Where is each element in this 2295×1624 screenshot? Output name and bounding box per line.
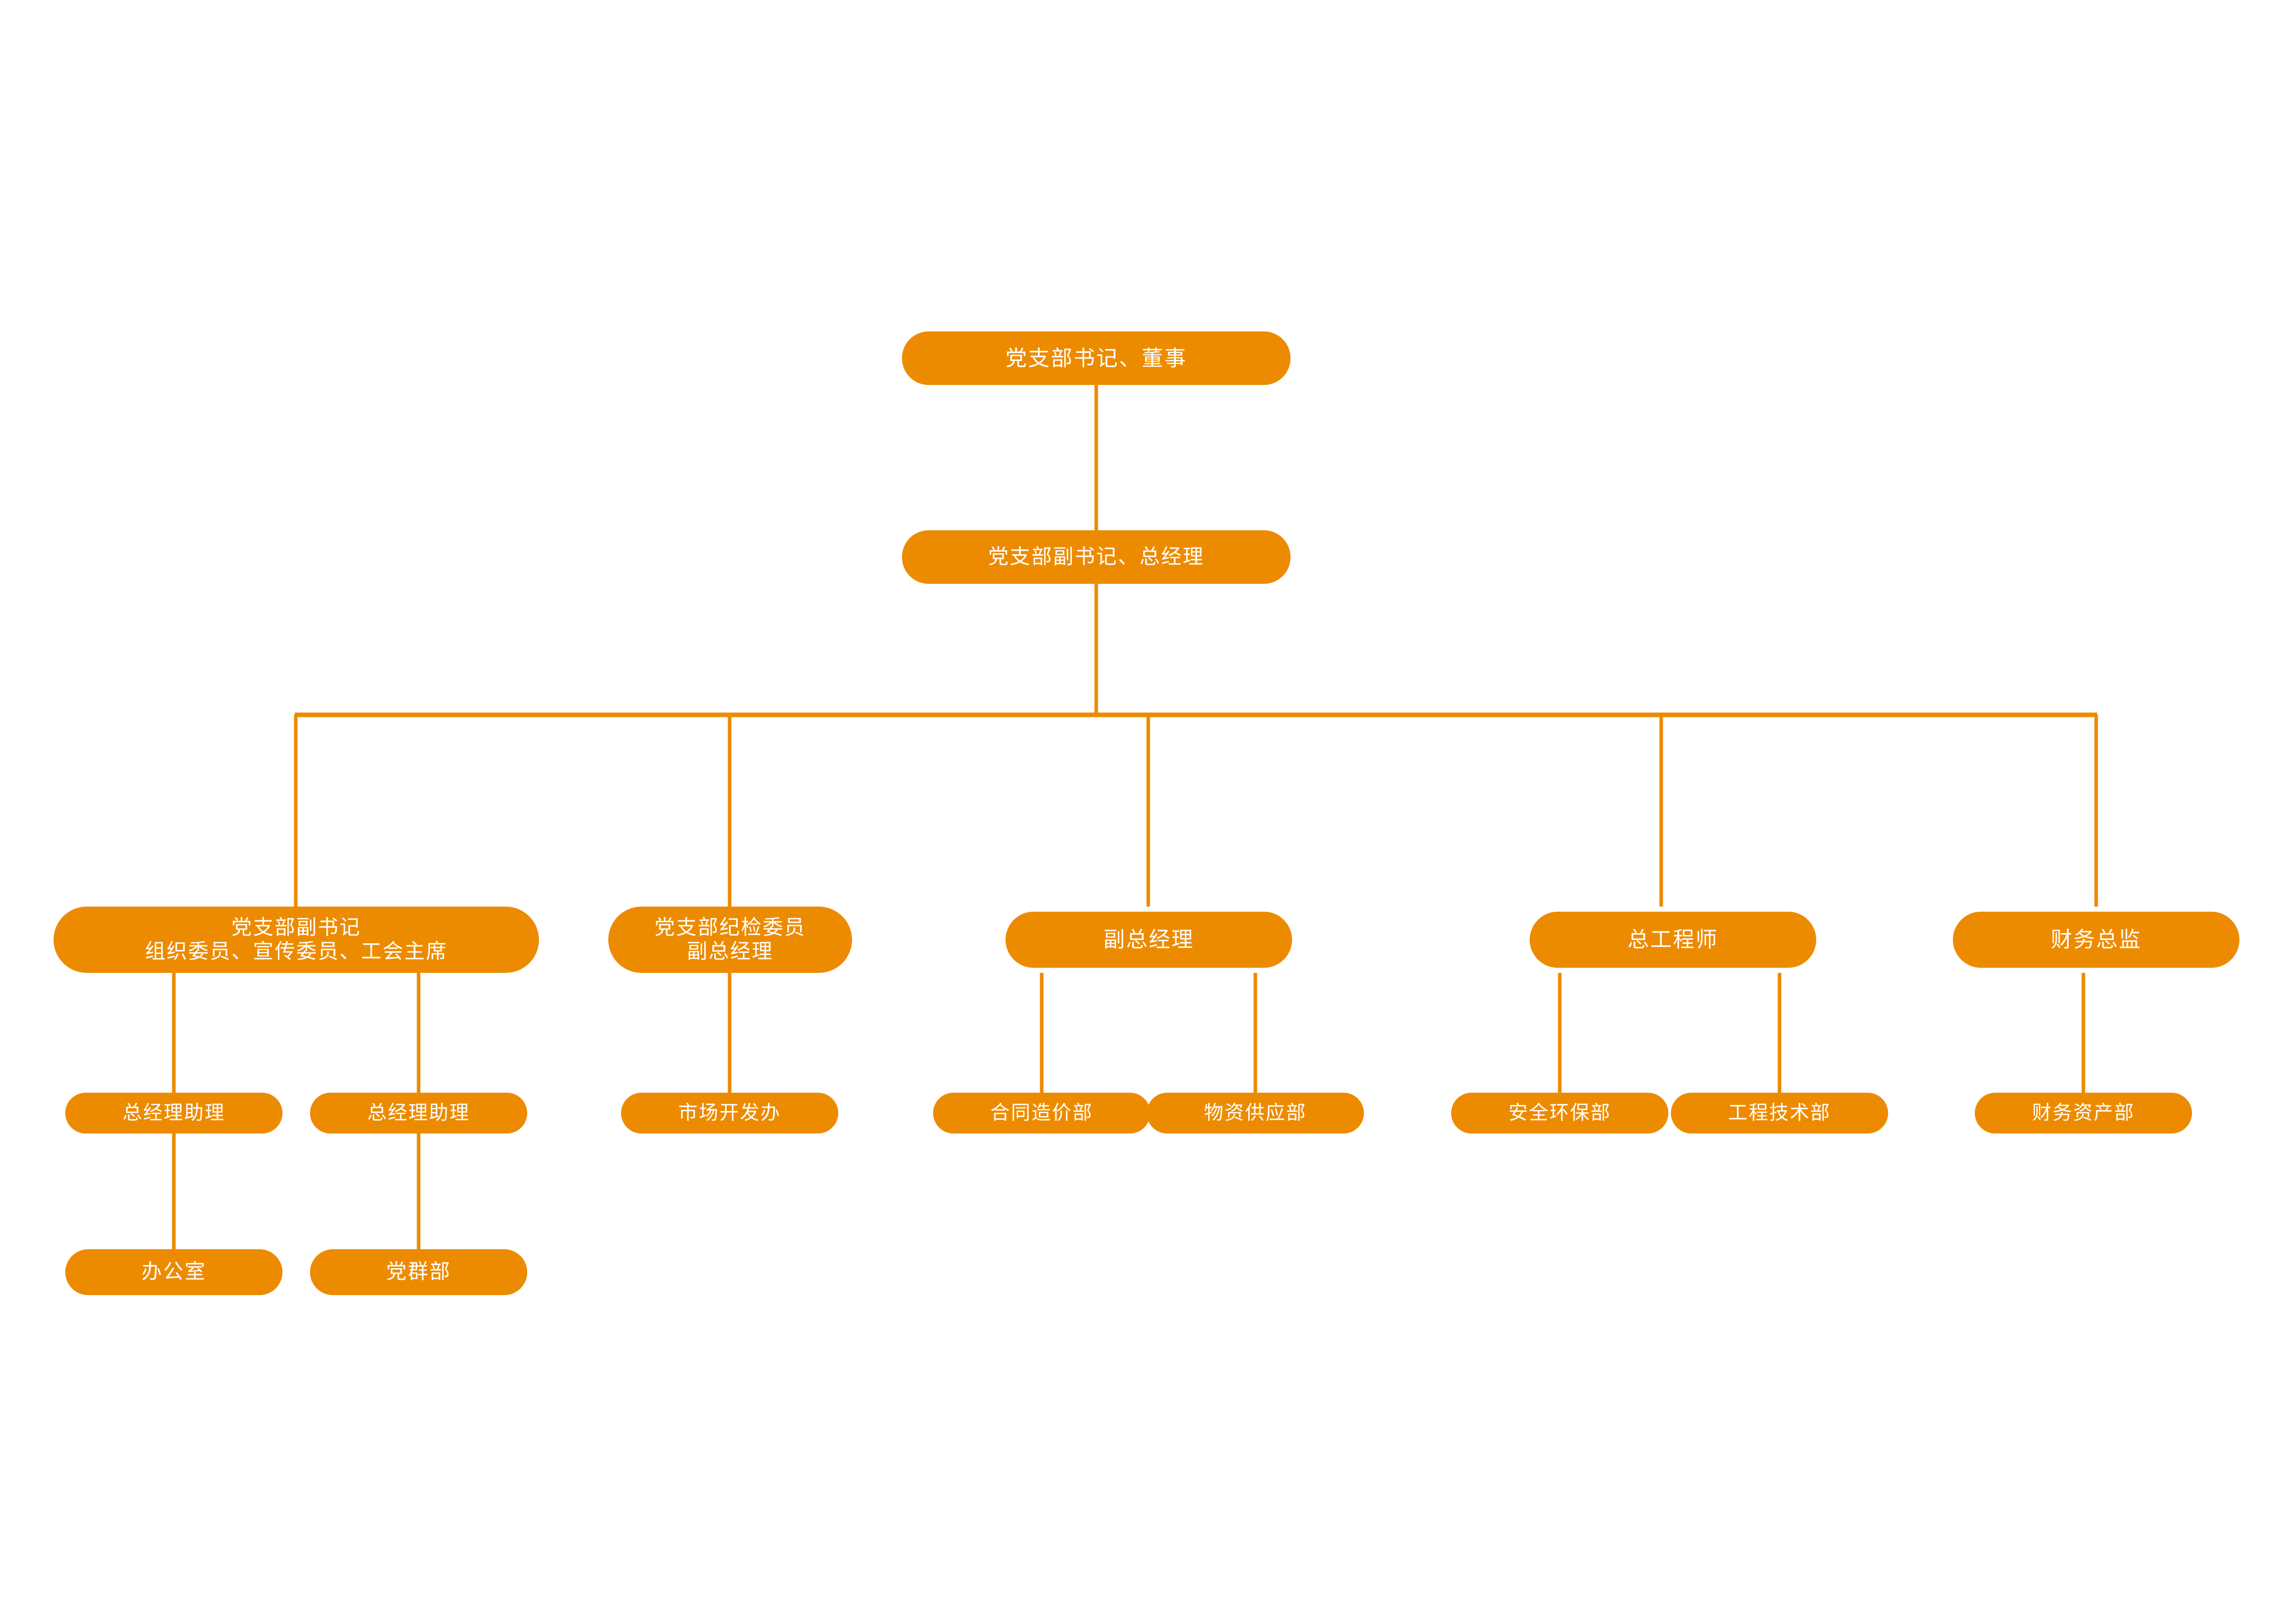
- node-n1-line-0: 党支部书记、董事: [1005, 346, 1188, 370]
- node-n11[interactable]: 合同造价部: [933, 1093, 1150, 1133]
- node-n3-line-1: 组织委员、宣传委员、工会主席: [145, 940, 448, 963]
- node-n9-line-0: 总经理助理: [367, 1102, 470, 1124]
- node-n1[interactable]: 党支部书记、董事: [902, 331, 1291, 385]
- node-n4-line-1: 副总经理: [687, 940, 773, 963]
- node-n6[interactable]: 总工程师: [1530, 912, 1816, 968]
- node-n3-line-0: 党支部副书记: [231, 916, 362, 939]
- node-n16[interactable]: 办公室: [65, 1249, 282, 1295]
- node-n4[interactable]: 党支部纪检委员 副总经理: [608, 907, 852, 973]
- node-n14[interactable]: 工程技术部: [1671, 1093, 1888, 1133]
- node-n5[interactable]: 副总经理: [1005, 912, 1292, 968]
- node-n13[interactable]: 安全环保部: [1451, 1093, 1668, 1133]
- node-n5-line-0: 副总经理: [1103, 927, 1195, 952]
- node-n3[interactable]: 党支部副书记 组织委员、宣传委员、工会主席: [54, 907, 539, 973]
- node-n4-line-0: 党支部纪检委员: [654, 916, 806, 939]
- node-n7[interactable]: 财务总监: [1953, 912, 2239, 968]
- node-n13-line-0: 安全环保部: [1508, 1102, 1611, 1124]
- node-n12-line-0: 物资供应部: [1204, 1102, 1307, 1124]
- node-n10-line-0: 市场开发办: [678, 1102, 781, 1124]
- node-n11-line-0: 合同造价部: [990, 1102, 1093, 1124]
- node-n15-line-0: 财务资产部: [2032, 1102, 2135, 1124]
- node-n2[interactable]: 党支部副书记、总经理: [902, 530, 1291, 584]
- node-n7-line-0: 财务总监: [2050, 927, 2142, 952]
- node-n17[interactable]: 党群部: [310, 1249, 527, 1295]
- node-n9[interactable]: 总经理助理: [310, 1093, 527, 1133]
- node-n16-line-0: 办公室: [141, 1260, 207, 1283]
- node-n6-line-0: 总工程师: [1627, 927, 1719, 952]
- node-n17-line-0: 党群部: [386, 1260, 451, 1283]
- node-n12[interactable]: 物资供应部: [1147, 1093, 1364, 1133]
- node-n8-line-0: 总经理助理: [122, 1102, 225, 1124]
- node-n8[interactable]: 总经理助理: [65, 1093, 282, 1133]
- node-n2-line-0: 党支部副书记、总经理: [988, 545, 1204, 568]
- node-n14-line-0: 工程技术部: [1728, 1102, 1831, 1124]
- node-n10[interactable]: 市场开发办: [621, 1093, 838, 1133]
- node-n15[interactable]: 财务资产部: [1975, 1093, 2192, 1133]
